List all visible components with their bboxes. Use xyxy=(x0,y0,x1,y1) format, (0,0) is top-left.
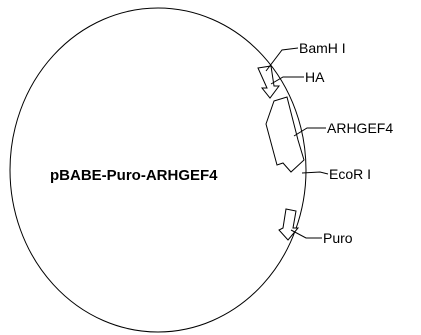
puro-label: Puro xyxy=(323,230,353,246)
ha-label: HA xyxy=(305,69,325,85)
plasmid-backbone xyxy=(9,7,307,333)
ecori-leader xyxy=(301,171,329,175)
ha-feature-arrow xyxy=(257,65,280,99)
ha-leader xyxy=(270,76,304,85)
ecori-label: EcoR I xyxy=(329,166,371,182)
bamhi-label: BamH I xyxy=(299,40,346,56)
arhgef4-leader xyxy=(293,127,326,137)
bamhi-leader xyxy=(265,47,299,72)
arhgef4-label: ARHGEF4 xyxy=(327,120,393,136)
plasmid-name: pBABE-Puro-ARHGEF4 xyxy=(50,167,218,184)
arhgef4-feature-arrow xyxy=(265,96,305,173)
puro-feature-arrow xyxy=(278,208,300,241)
puro-leader xyxy=(290,229,322,239)
